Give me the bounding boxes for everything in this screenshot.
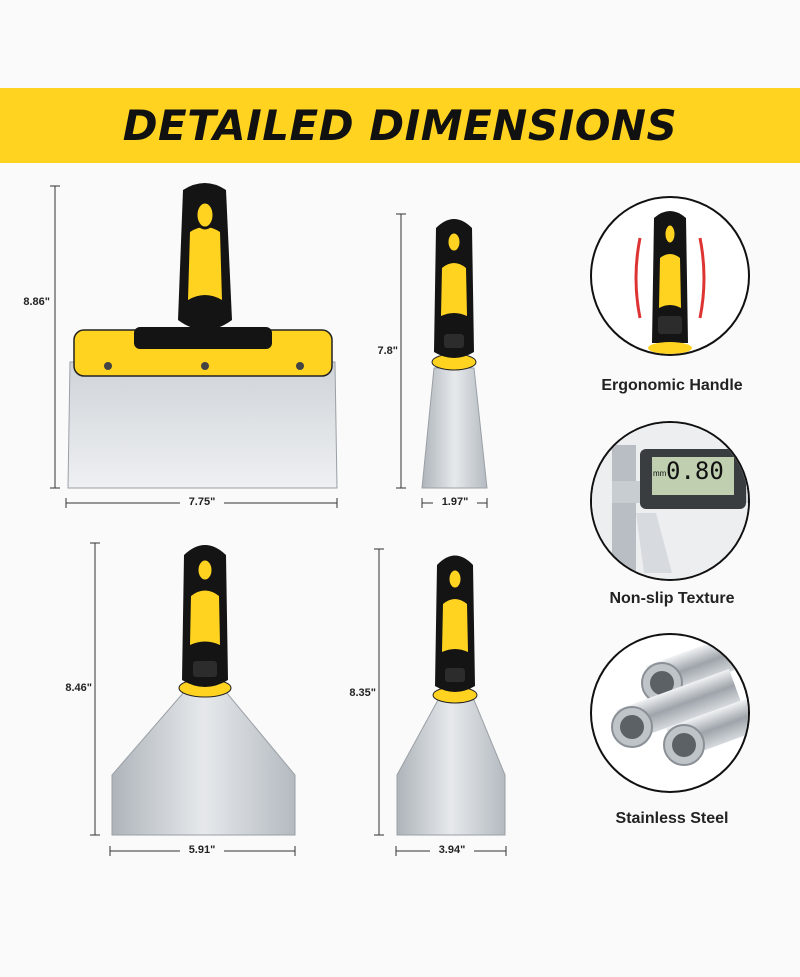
tool2-height-label: 7.8": [358, 345, 398, 357]
tool2-width-label: 1.97": [433, 496, 477, 508]
caliper-unit: mm: [653, 469, 667, 478]
feature-non-slip-texture-label: Non-slip Texture: [609, 590, 735, 607]
handle-icon: [634, 211, 706, 354]
tool1-width-label: 7.75": [180, 496, 224, 508]
ergonomic-handle-circle: [590, 196, 750, 356]
tool4-width-label: 3.94": [430, 844, 474, 856]
tool-wide-scraper: [67, 183, 338, 489]
tool-narrow-knife: [421, 219, 488, 489]
title-banner: DETAILED DIMENSIONS: [0, 88, 800, 163]
caliper-icon: [592, 423, 748, 579]
steel-tubes-icon: [611, 635, 748, 766]
stainless-steel-circle: [590, 633, 750, 793]
caliper-reading: 0.80: [666, 457, 724, 485]
tool1-height-label: 8.86": [10, 296, 50, 308]
page-title: DETAILED DIMENSIONS: [122, 101, 678, 150]
feature-stainless-steel-label: Stainless Steel: [615, 810, 729, 827]
non-slip-texture-circle: mm 0.80: [590, 421, 750, 581]
dimension-lines: [50, 185, 507, 856]
tool3-width-label: 5.91": [180, 844, 224, 856]
feature-ergonomic-handle-label: Ergonomic Handle: [601, 377, 743, 394]
tool4-height-label: 8.35": [334, 687, 376, 699]
tool-medium-knife: [396, 555, 506, 836]
tool3-height-label: 8.46": [50, 682, 92, 694]
tool-large-knife: [111, 545, 296, 836]
